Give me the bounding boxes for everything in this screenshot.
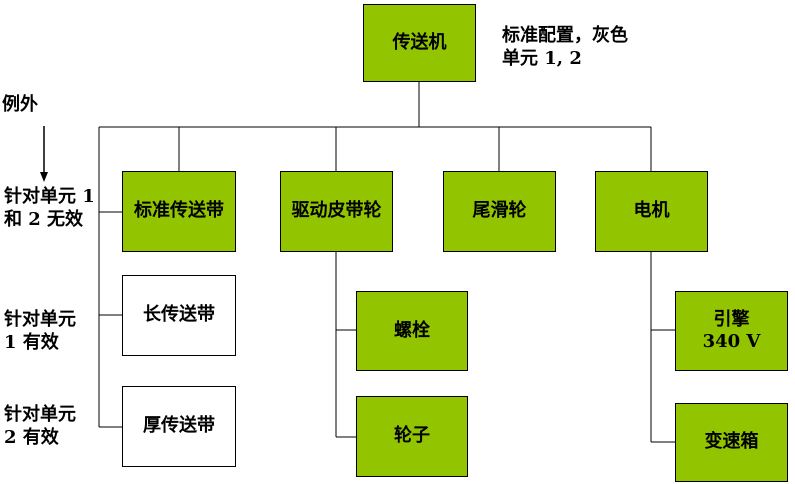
node-long-belt: 长传送带	[122, 275, 236, 356]
node-motor: 电机	[595, 171, 708, 252]
node-gearbox: 变速箱	[675, 403, 788, 482]
node-wheel: 轮子	[356, 396, 468, 477]
node-standard-belt: 标准传送带	[122, 171, 236, 252]
node-engine: 引擎 340 V	[675, 291, 788, 371]
exception-label: 例外	[2, 94, 38, 115]
node-thick-belt: 厚传送带	[122, 386, 236, 467]
node-drive-pulley: 驱动皮带轮	[280, 171, 393, 252]
note-unit1-valid: 针对单元 1 有效	[4, 309, 76, 354]
standard-config-note: 标准配置，灰色 单元 1, 2	[502, 25, 628, 70]
node-conveyor: 传送机	[363, 4, 476, 82]
node-tail-pulley: 尾滑轮	[443, 171, 556, 252]
note-unit2-valid: 针对单元 2 有效	[4, 404, 76, 449]
note-unit12-invalid: 针对单元 1 和 2 无效	[4, 186, 95, 231]
node-bolt: 螺栓	[356, 291, 468, 371]
